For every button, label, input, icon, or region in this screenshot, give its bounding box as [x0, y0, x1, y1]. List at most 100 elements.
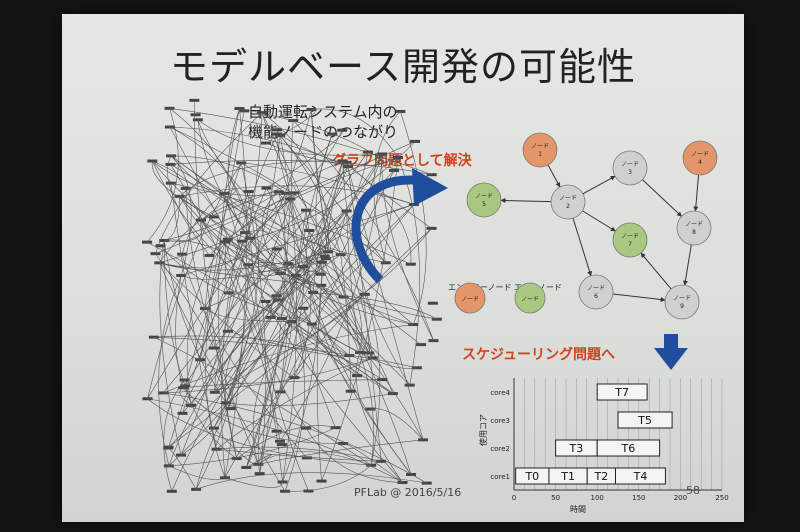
network-edge: [200, 160, 343, 221]
network-edge: [204, 162, 242, 309]
graph-node-6-label: 6: [594, 293, 598, 300]
task-label-T1: T1: [560, 470, 575, 483]
legend-end-node: ノード: [514, 282, 546, 314]
network-edge: [224, 108, 247, 478]
network-edge: [200, 188, 237, 221]
network-edge: [225, 151, 369, 403]
network-edge: [163, 324, 414, 394]
network-edge: [205, 241, 226, 478]
network-edge: [240, 162, 267, 474]
network-edge: [290, 198, 311, 378]
network-edge: [236, 425, 336, 459]
graph-node-2-label: ノード: [559, 195, 577, 202]
network-edge: [197, 119, 281, 274]
graph-edges: [500, 164, 700, 303]
network-edge: [213, 427, 259, 466]
x-tick-label: 0: [512, 494, 516, 502]
curved-arrow-icon: [351, 168, 448, 284]
network-edge: [155, 253, 215, 349]
network-edge: [168, 465, 226, 480]
network-edge: [195, 285, 322, 490]
graph-node-4-label: ノード: [691, 151, 709, 158]
graph-node-4-label: 4: [698, 159, 702, 166]
network-edge: [159, 232, 246, 264]
edge-2-3: [582, 175, 616, 195]
network-edge: [164, 239, 249, 266]
task-label-T3: T3: [569, 442, 584, 455]
network-edge: [169, 126, 251, 239]
network-edge: [204, 308, 293, 322]
network-edge: [224, 477, 283, 488]
network-edge: [276, 129, 349, 167]
network-edge: [181, 204, 414, 276]
network-edge: [279, 273, 305, 492]
network-edge: [303, 266, 412, 475]
x-tick-label: 200: [674, 494, 687, 502]
network-edge: [217, 108, 240, 459]
network-edge: [147, 398, 372, 466]
task-label-T6: T6: [621, 442, 636, 455]
network-edge: [175, 275, 184, 388]
graph-node-8-label: ノード: [685, 221, 703, 228]
network-edge: [241, 162, 414, 205]
network-edge: [312, 162, 347, 293]
network-edge: [279, 135, 297, 483]
graph-node-5-label: ノード: [475, 193, 493, 200]
network-edge: [305, 427, 403, 483]
network-edge: [278, 191, 412, 475]
network-edge: [280, 252, 326, 274]
network-edge: [190, 135, 281, 406]
network-edge: [147, 398, 403, 483]
y-tick-label: core1: [490, 473, 510, 481]
legend-entry-node-text: ノード: [461, 296, 479, 303]
network-edge: [225, 241, 307, 429]
network-edge: [239, 108, 395, 171]
network-edge: [151, 160, 215, 218]
network-node: [190, 113, 201, 117]
network-edge: [276, 129, 365, 295]
network-edge: [227, 330, 350, 357]
edge-2-7: [582, 210, 616, 232]
network-edge: [226, 393, 393, 406]
network-edge: [305, 210, 322, 275]
task-bar-T6: [596, 439, 661, 457]
network-edge: [171, 155, 287, 194]
network-edge: [168, 204, 415, 448]
network-edge: [152, 160, 279, 301]
graph-node-2-label: 2: [566, 203, 570, 210]
task-label-T7: T7: [614, 386, 629, 399]
graph-node-7-label: ノード: [621, 233, 639, 240]
network-node: [427, 301, 438, 305]
network-edge: [194, 100, 237, 459]
y-tick-label: core4: [490, 389, 510, 397]
network-edge: [291, 316, 313, 325]
network-edge: [199, 110, 245, 360]
network-edge: [259, 198, 291, 474]
network-edge: [305, 209, 341, 255]
network-edge: [252, 321, 293, 465]
network-edge: [266, 188, 286, 301]
function-node-network-image: [142, 98, 442, 493]
network-edge: [346, 210, 361, 353]
network-edge: [197, 119, 327, 259]
edge-9-7: [640, 252, 672, 290]
network-edge: [258, 321, 293, 465]
network-edge: [170, 160, 432, 176]
network-edge: [163, 240, 186, 387]
network-node: [276, 443, 287, 447]
subtitle-line-1: 自動運転システム内の: [248, 103, 398, 121]
network-edge: [250, 238, 309, 492]
network-edge: [279, 135, 373, 358]
network-edge: [170, 164, 281, 442]
network-edge: [185, 188, 259, 465]
x-tick-label: 150: [632, 494, 645, 502]
network-edge: [170, 155, 341, 255]
network-edge: [248, 262, 321, 275]
network-edge: [241, 130, 343, 242]
network-edge: [167, 447, 197, 490]
